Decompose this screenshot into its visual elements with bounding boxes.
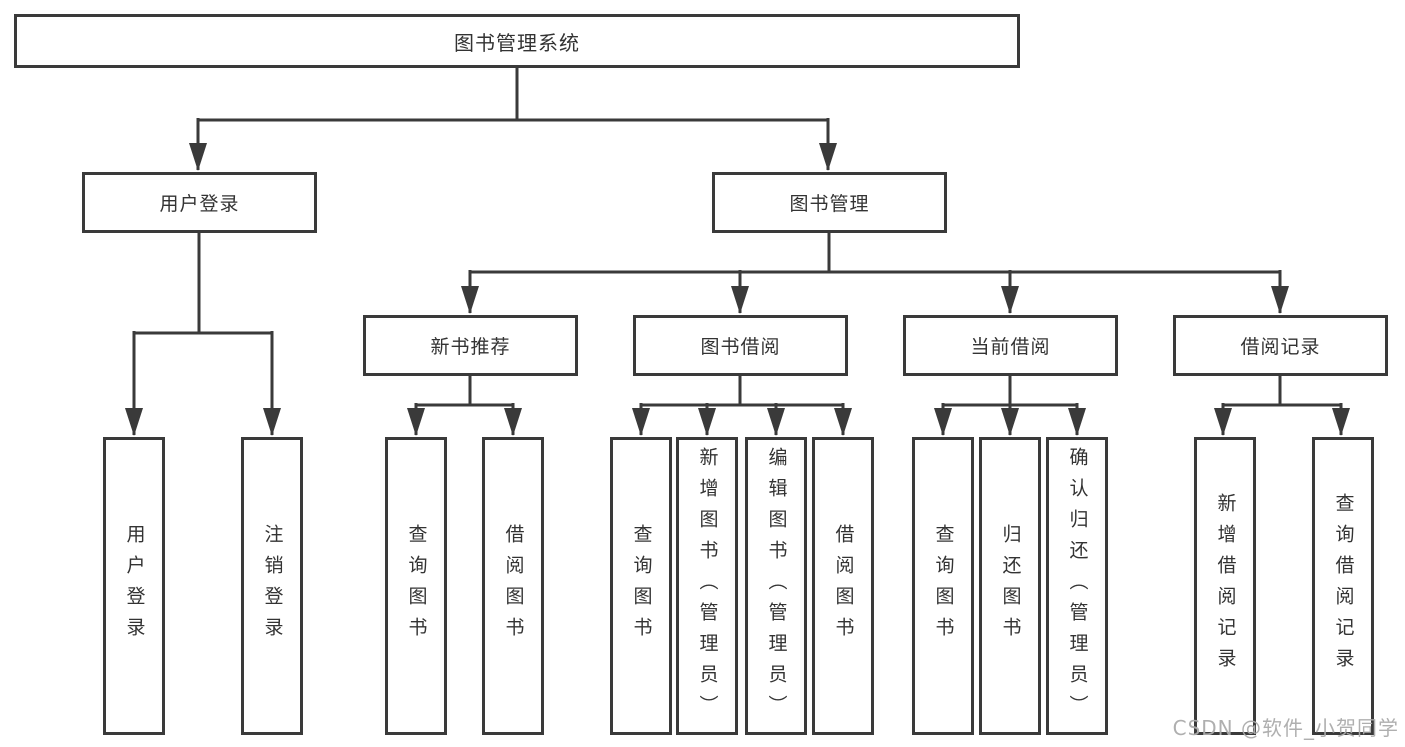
leaf-cb-query-books: 查询图书 <box>912 437 974 735</box>
leaf-nb-query-books: 查询图书 <box>385 437 447 735</box>
leaf-bb-borrow-books-label: 借阅图书 <box>832 524 855 648</box>
leaf-bb-add-books-admin: 新增图书（管理员） <box>676 437 738 735</box>
leaf-user-login: 用户登录 <box>103 437 165 735</box>
node-current-borrowing-label: 当前借阅 <box>970 336 1051 358</box>
leaf-bb-query-books-label: 查询图书 <box>630 524 653 648</box>
node-book-borrowing: 图书借阅 <box>633 315 848 376</box>
node-borrowing-records-label: 借阅记录 <box>1240 336 1321 358</box>
leaf-cb-return-books: 归还图书 <box>979 437 1041 735</box>
leaf-cb-query-books-label: 查询图书 <box>932 524 955 648</box>
csdn-watermark: CSDN @软件_小贺同学 <box>1172 716 1399 740</box>
node-book-management: 图书管理 <box>712 172 947 233</box>
current-borrow-spine <box>941 375 1079 407</box>
leaf-nb-borrow-books: 借阅图书 <box>482 437 544 735</box>
node-current-borrowing: 当前借阅 <box>903 315 1118 376</box>
root-spine <box>196 66 830 122</box>
leaf-br-query-record-label: 查询借阅记录 <box>1332 493 1355 679</box>
leaf-logout: 注销登录 <box>241 437 303 735</box>
node-root-system: 图书管理系统 <box>14 14 1020 68</box>
node-root-label: 图书管理系统 <box>454 30 580 55</box>
leaf-bb-edit-books-admin-label: 编辑图书（管理员） <box>765 446 788 726</box>
node-new-book-recommend-label: 新书推荐 <box>430 336 511 358</box>
leaf-bb-query-books: 查询图书 <box>610 437 672 735</box>
leaf-bb-borrow-books: 借阅图书 <box>812 437 874 735</box>
node-user-login: 用户登录 <box>82 172 317 233</box>
new-books-spine <box>414 375 515 407</box>
user-login-spine <box>132 231 274 335</box>
leaf-cb-confirm-return-admin-label: 确认归还（管理员） <box>1066 446 1089 726</box>
node-user-login-label: 用户登录 <box>159 193 240 215</box>
node-borrowing-records: 借阅记录 <box>1173 315 1388 376</box>
leaf-br-add-record: 新增借阅记录 <box>1194 437 1256 735</box>
borrow-records-spine <box>1221 375 1343 407</box>
leaf-nb-borrow-books-label: 借阅图书 <box>502 524 525 648</box>
leaf-bb-add-books-admin-label: 新增图书（管理员） <box>696 446 719 726</box>
node-new-book-recommend: 新书推荐 <box>363 315 578 376</box>
leaf-logout-label: 注销登录 <box>261 524 284 648</box>
leaf-cb-return-books-label: 归还图书 <box>999 524 1022 648</box>
node-book-borrowing-label: 图书借阅 <box>700 336 781 358</box>
leaf-br-add-record-label: 新增借阅记录 <box>1214 493 1237 679</box>
book-mgmt-spine <box>468 231 1282 274</box>
leaf-bb-edit-books-admin: 编辑图书（管理员） <box>745 437 807 735</box>
leaf-br-query-record: 查询借阅记录 <box>1312 437 1374 735</box>
leaf-cb-confirm-return-admin: 确认归还（管理员） <box>1046 437 1108 735</box>
node-book-management-label: 图书管理 <box>789 193 870 215</box>
leaf-user-login-label: 用户登录 <box>123 524 146 648</box>
book-borrow-spine <box>639 375 845 407</box>
leaf-nb-query-books-label: 查询图书 <box>405 524 428 648</box>
